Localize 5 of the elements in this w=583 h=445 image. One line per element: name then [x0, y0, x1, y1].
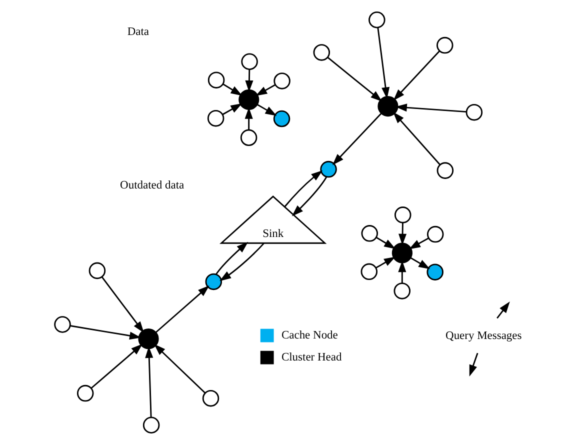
- label: Outdated data: [120, 180, 184, 192]
- node-text: Query Messages: [445, 330, 522, 342]
- label: Data: [126, 26, 149, 38]
- legend-label: Cluster Head: [280, 352, 342, 364]
- legend-label: Cache Node: [280, 329, 338, 342]
